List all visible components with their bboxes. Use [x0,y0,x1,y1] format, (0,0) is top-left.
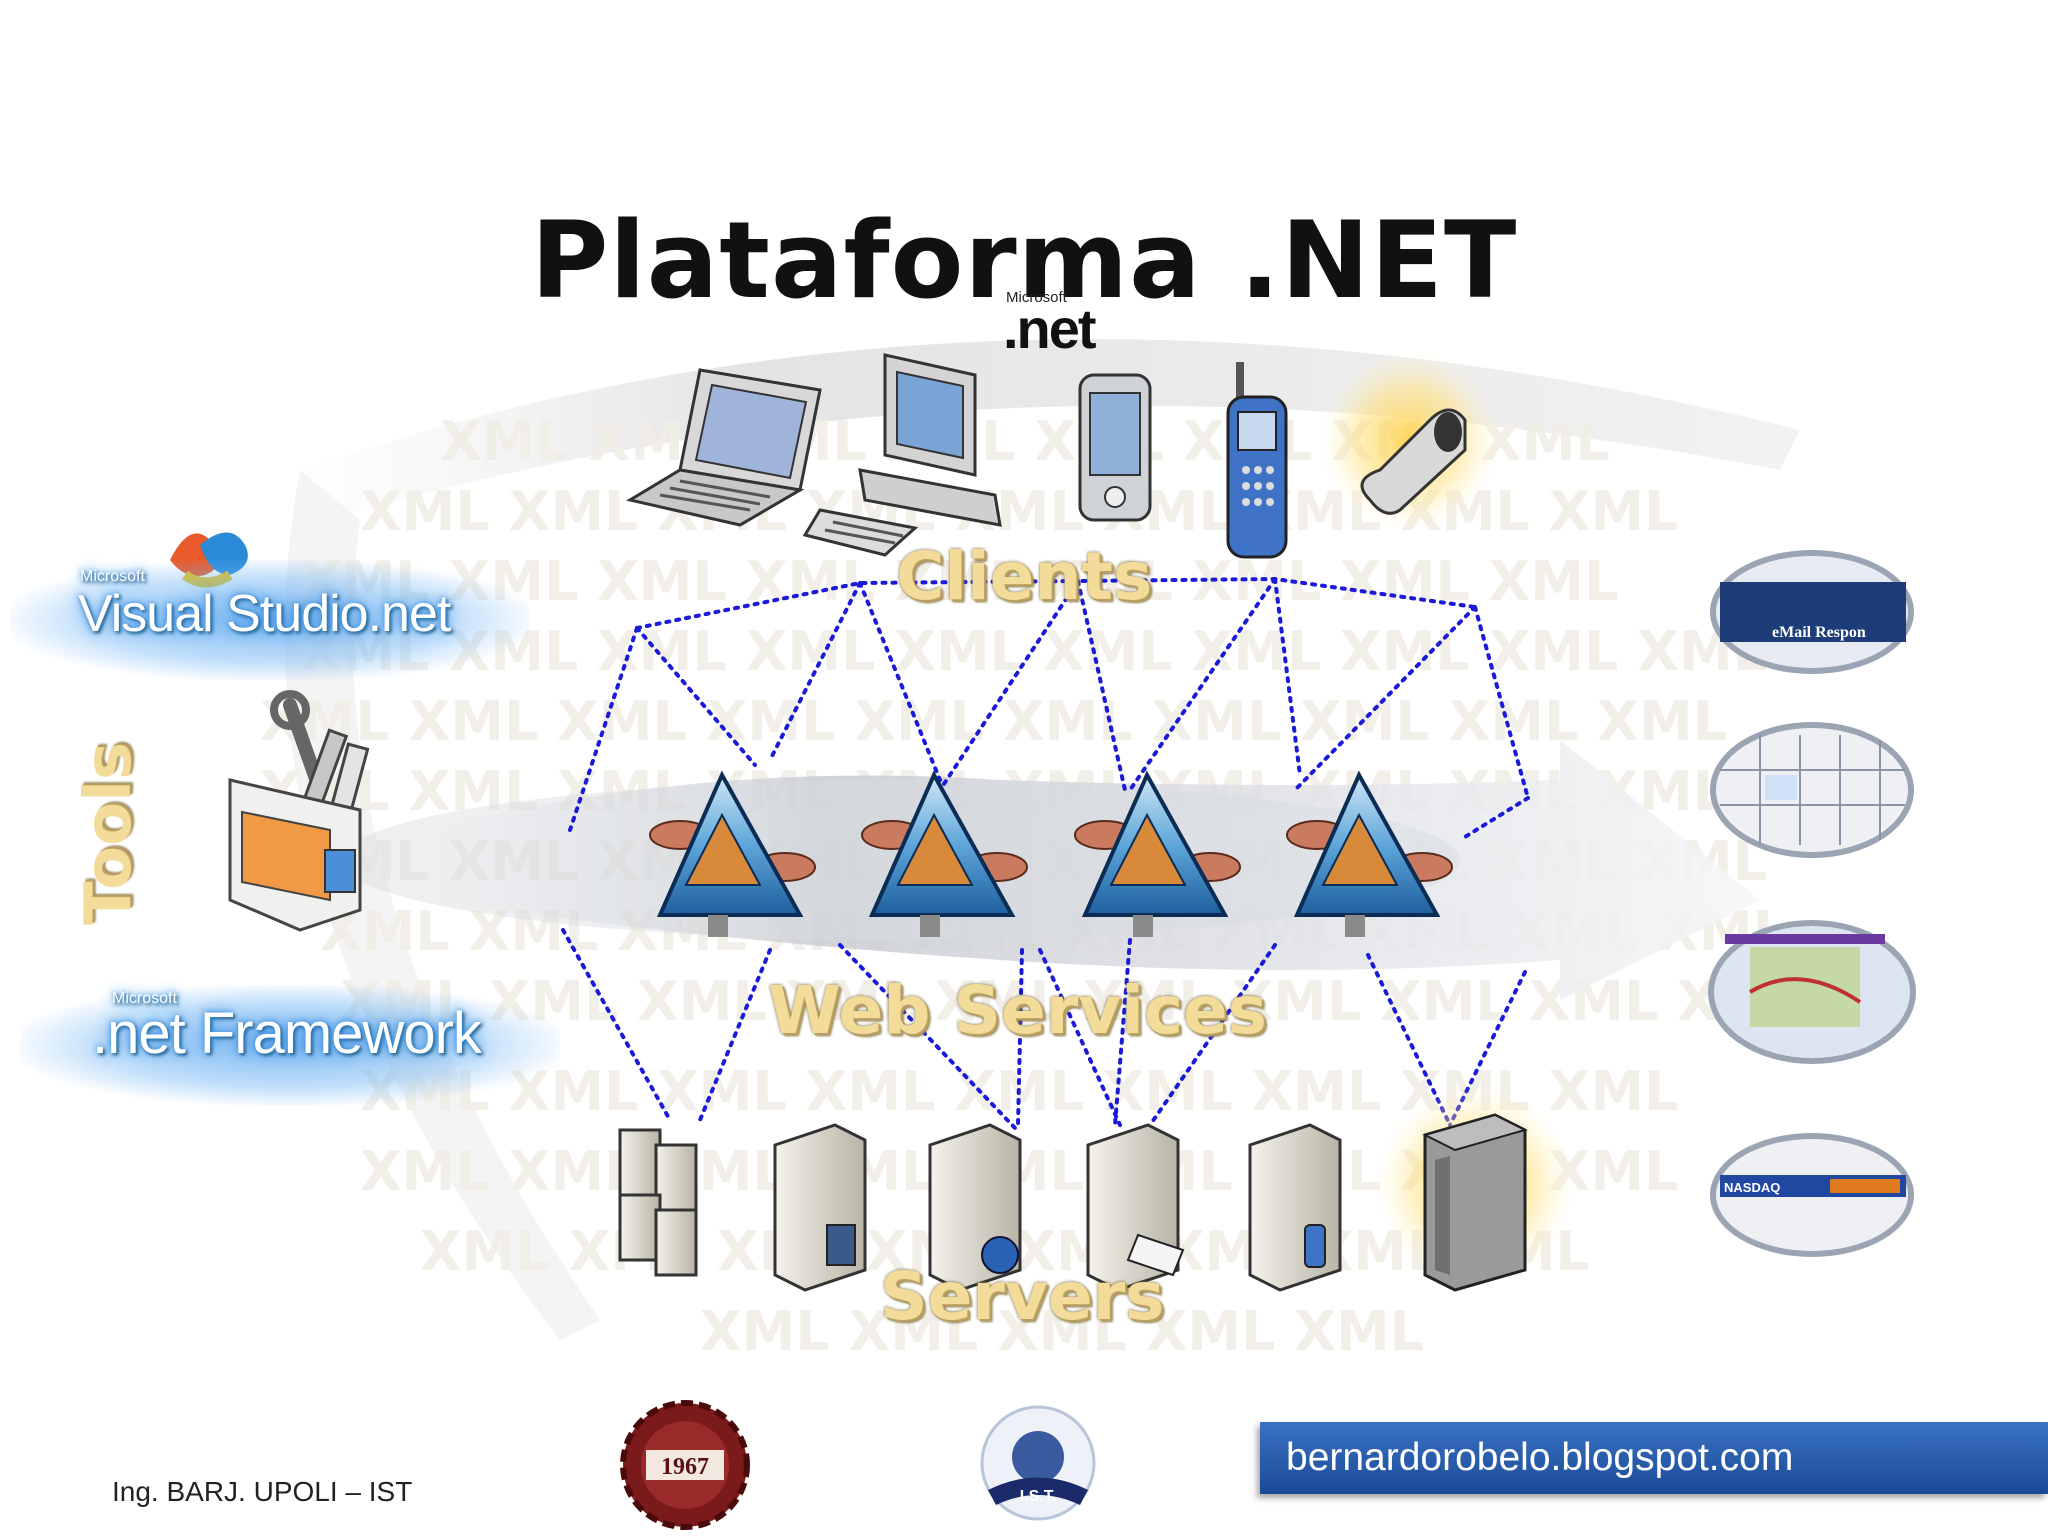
web-service-4 [1286,770,1453,937]
clients-label: Clients [896,538,1153,615]
footer-url-link[interactable]: bernardorobelo.blogspot.com [1286,1436,1794,1479]
svg-text:XML XML XML XML XML: XML XML XML XML XML [700,1300,1424,1363]
laptop-icon [626,368,822,527]
web-service-1 [649,770,816,937]
upoli-logo: 1967 [620,1400,750,1530]
dotnet-top-logo: .net [1003,297,1097,360]
server-cluster-icon [618,1128,698,1277]
slide-title: Plataforma .NET [530,199,1518,323]
microsoft-top-label: Microsoft [1006,289,1067,306]
pda-icon [1078,373,1152,522]
footer-url-bar: bernardorobelo.blogspot.com [1260,1422,2048,1494]
mobile-server-icon [1248,1123,1342,1292]
flow-arrow [430,740,1760,1000]
visual-studio-glow [10,560,530,680]
svg-text:I.S.T.: I.S.T. [1020,1488,1056,1505]
tools-label: Tools [72,741,146,925]
mail-server-icon [1086,1123,1185,1292]
visual-studio-logo-text: Visual Studio.net [78,585,451,643]
footer-author: Ing. BARJ. UPOLI – IST [112,1476,413,1507]
connectors [561,576,1530,1130]
web-services-label: Web Services [768,972,1268,1049]
web-service-3 [1074,770,1241,937]
database-server-icon [773,1123,867,1292]
framework-microsoft-label: Microsoft [112,990,177,1007]
svg-text:XML XML XML XML XML XML XML XM: XML XML XML XML XML XML XML XML XML XML [260,690,1727,753]
svg-text:1967: 1967 [661,1454,709,1480]
mobile-phone-icon [1226,362,1288,559]
net-framework-logo-text: .net Framework [92,1001,482,1066]
flip-phone-icon [1320,350,1500,530]
thumbnail-email: eMail Respon [1710,550,1914,674]
svg-text:NASDAQ: NASDAQ [1724,1180,1780,1195]
thumbnail-calendar [1710,722,1914,858]
web-service-2 [861,770,1028,937]
mainframe-icon [1375,1085,1575,1292]
toolbox-icon [228,690,370,932]
thumbnail-nasdaq: NASDAQ [1710,1133,1914,1257]
ist-logo: I.S.T. [980,1405,1096,1521]
web-server-icon [928,1123,1022,1292]
desktop-computer-icon [802,353,1002,557]
visual-studio-microsoft-label: Microsoft [80,568,145,585]
servers-label: Servers [880,1258,1165,1335]
framework-glow [20,985,560,1105]
svg-text:eMail Respon: eMail Respon [1772,624,1866,641]
thumbnail-map [1708,920,1916,1064]
